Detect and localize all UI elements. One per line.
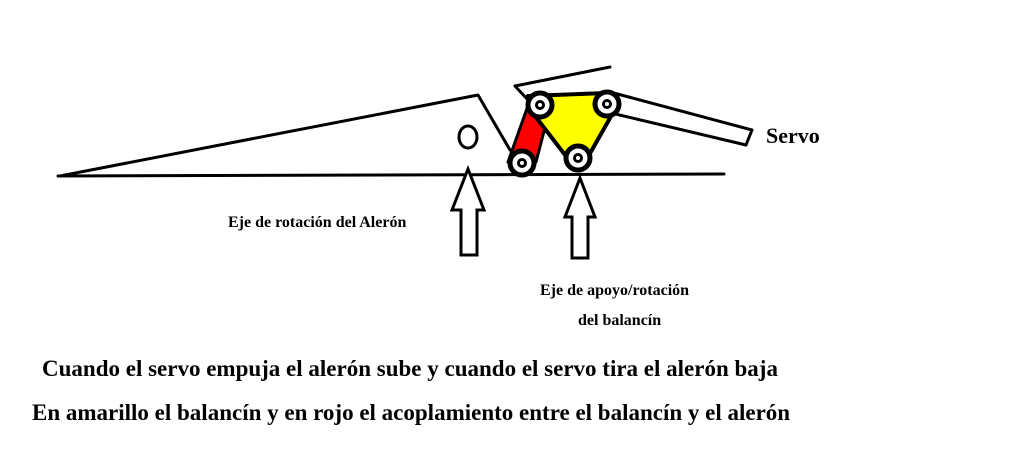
- aileron-upper-edge: [58, 93, 512, 178]
- upper-arm-2: [513, 84, 530, 102]
- rocker-axis-label-line1: Eje de apoyo/rotación: [540, 282, 690, 299]
- joint-rocker-fulcrum: [563, 143, 593, 173]
- joint-rocker-right: [592, 89, 622, 119]
- caption-line-2: En amarillo el balancín y en rojo el aco…: [32, 400, 791, 425]
- pivot-joints: [507, 89, 622, 178]
- rocker-axis-label-line2: del balancín: [578, 312, 662, 329]
- rocker-axis-arrow: [562, 173, 598, 260]
- servo-pushrod: [605, 90, 754, 147]
- joint-rocker-left: [525, 90, 555, 120]
- servo-label: Servo: [766, 123, 820, 148]
- caption-line-1: Cuando el servo empuja el alerón sube y …: [42, 356, 778, 381]
- aileron-axis-label: Eje de rotación del Alerón: [228, 214, 407, 231]
- upper-arm: [513, 65, 612, 88]
- aileron-axis-arrow: [449, 164, 487, 257]
- aileron-outline: [56, 93, 726, 178]
- joint-coupling-lower: [507, 148, 537, 178]
- baseline: [56, 172, 726, 178]
- aileron-pivot: [457, 124, 479, 150]
